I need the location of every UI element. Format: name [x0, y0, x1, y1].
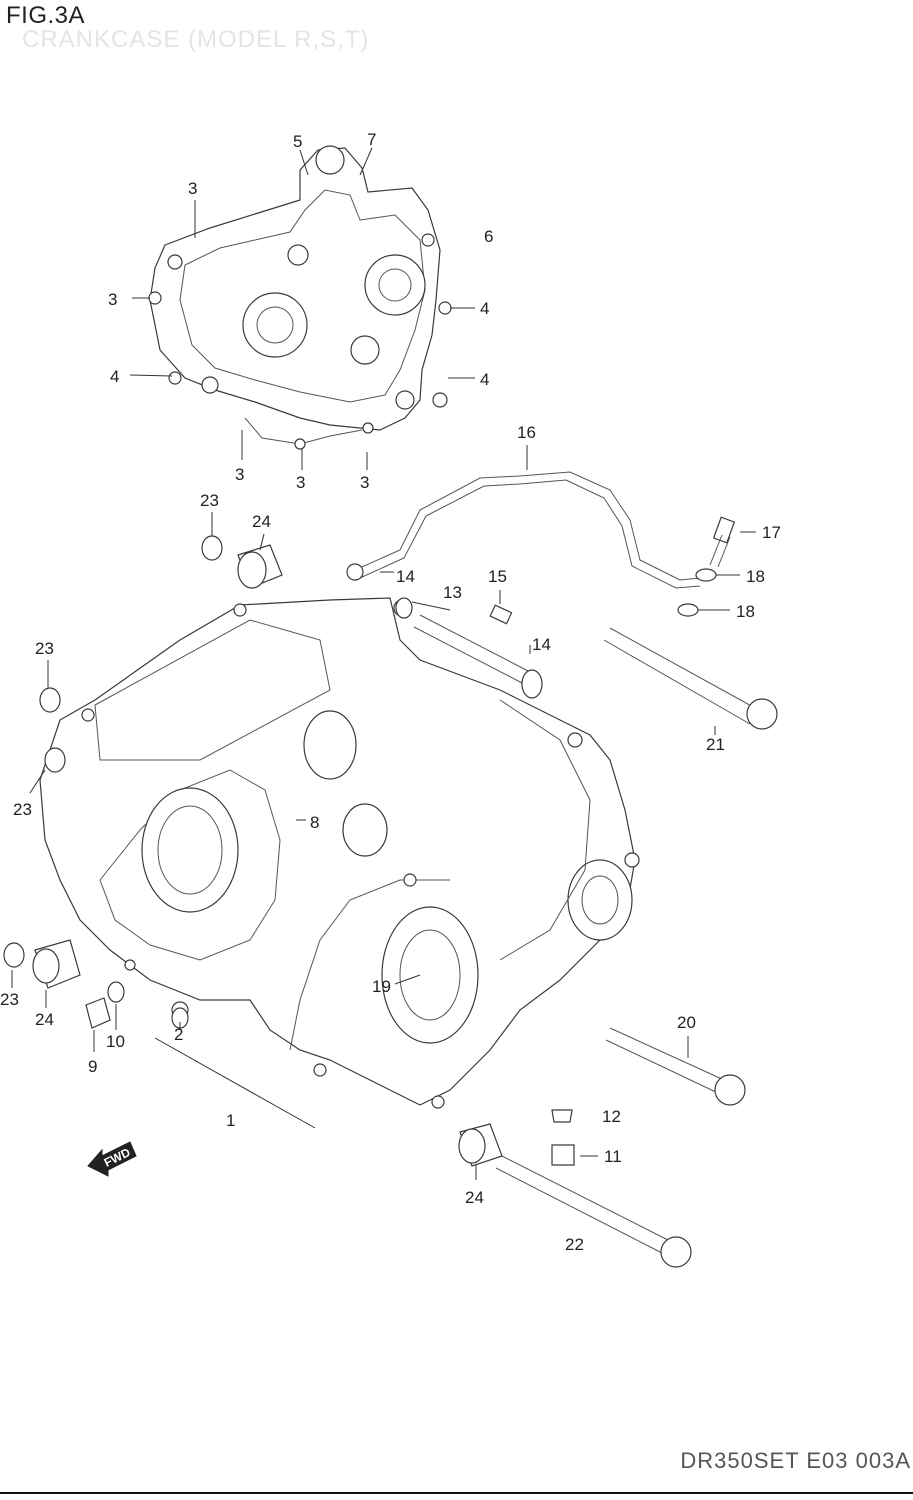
callout-23a: 23 [200, 491, 219, 510]
callout-14b: 14 [532, 635, 551, 654]
callout-21: 21 [706, 735, 725, 754]
callout-4a: 4 [480, 299, 489, 318]
callout-7: 7 [367, 130, 376, 149]
callout-23c: 23 [13, 800, 32, 819]
callout-8: 8 [310, 813, 319, 832]
callout-10: 10 [106, 1032, 125, 1051]
callout-19: 19 [372, 977, 391, 996]
callout-11: 11 [604, 1147, 622, 1166]
bolt-17-and-washers [677, 516, 736, 617]
callout-2: 2 [174, 1025, 183, 1044]
leader-lines [11, 147, 756, 1180]
bushings [3, 535, 503, 1167]
callout-3e: 3 [360, 473, 369, 492]
callout-1: 1 [226, 1111, 235, 1130]
callout-18a: 18 [746, 567, 765, 586]
callout-23d: 23 [0, 990, 19, 1009]
callout-24a: 24 [252, 512, 271, 531]
callout-6: 6 [484, 227, 493, 246]
callout-3d: 3 [296, 473, 305, 492]
fwd-arrow: FWD [87, 1141, 137, 1177]
pipe-and-dowels [395, 597, 543, 699]
callout-24b: 24 [35, 1010, 54, 1029]
callout-20: 20 [677, 1013, 696, 1032]
callout-4c: 4 [480, 370, 489, 389]
fig-title: FIG.3A [6, 2, 86, 29]
oil-hose [346, 471, 701, 589]
fig-subtitle: CRANKCASE (MODEL R,S,T) [22, 26, 370, 53]
long-bolts [495, 627, 778, 1268]
callout-22: 22 [565, 1235, 584, 1254]
callout-3c: 3 [235, 465, 244, 484]
callout-3a: 3 [188, 179, 197, 198]
callout-23b: 23 [35, 639, 54, 658]
callout-9: 9 [88, 1057, 97, 1076]
callout-24c: 24 [465, 1188, 484, 1207]
crankcase-main-assembly [39, 597, 640, 1109]
bottom-rule [0, 1492, 913, 1494]
callout-4b: 4 [110, 367, 119, 386]
callout-17: 17 [762, 523, 781, 542]
callout-labels: 1 2 3 3 3 3 3 3 4 4 4 4 5 6 7 8 9 10 11 … [0, 130, 781, 1254]
callout-13: 13 [443, 583, 462, 602]
crankcase-half-upper [148, 145, 452, 450]
callout-12: 12 [602, 1107, 621, 1126]
callout-18b: 18 [736, 602, 755, 621]
callout-14a: 14 [396, 567, 415, 586]
callout-5: 5 [293, 132, 302, 151]
callout-16: 16 [517, 423, 536, 442]
figure-code: DR350SET E03 003A [680, 1448, 911, 1473]
callout-15: 15 [488, 567, 507, 586]
callout-3b: 3 [108, 290, 117, 309]
